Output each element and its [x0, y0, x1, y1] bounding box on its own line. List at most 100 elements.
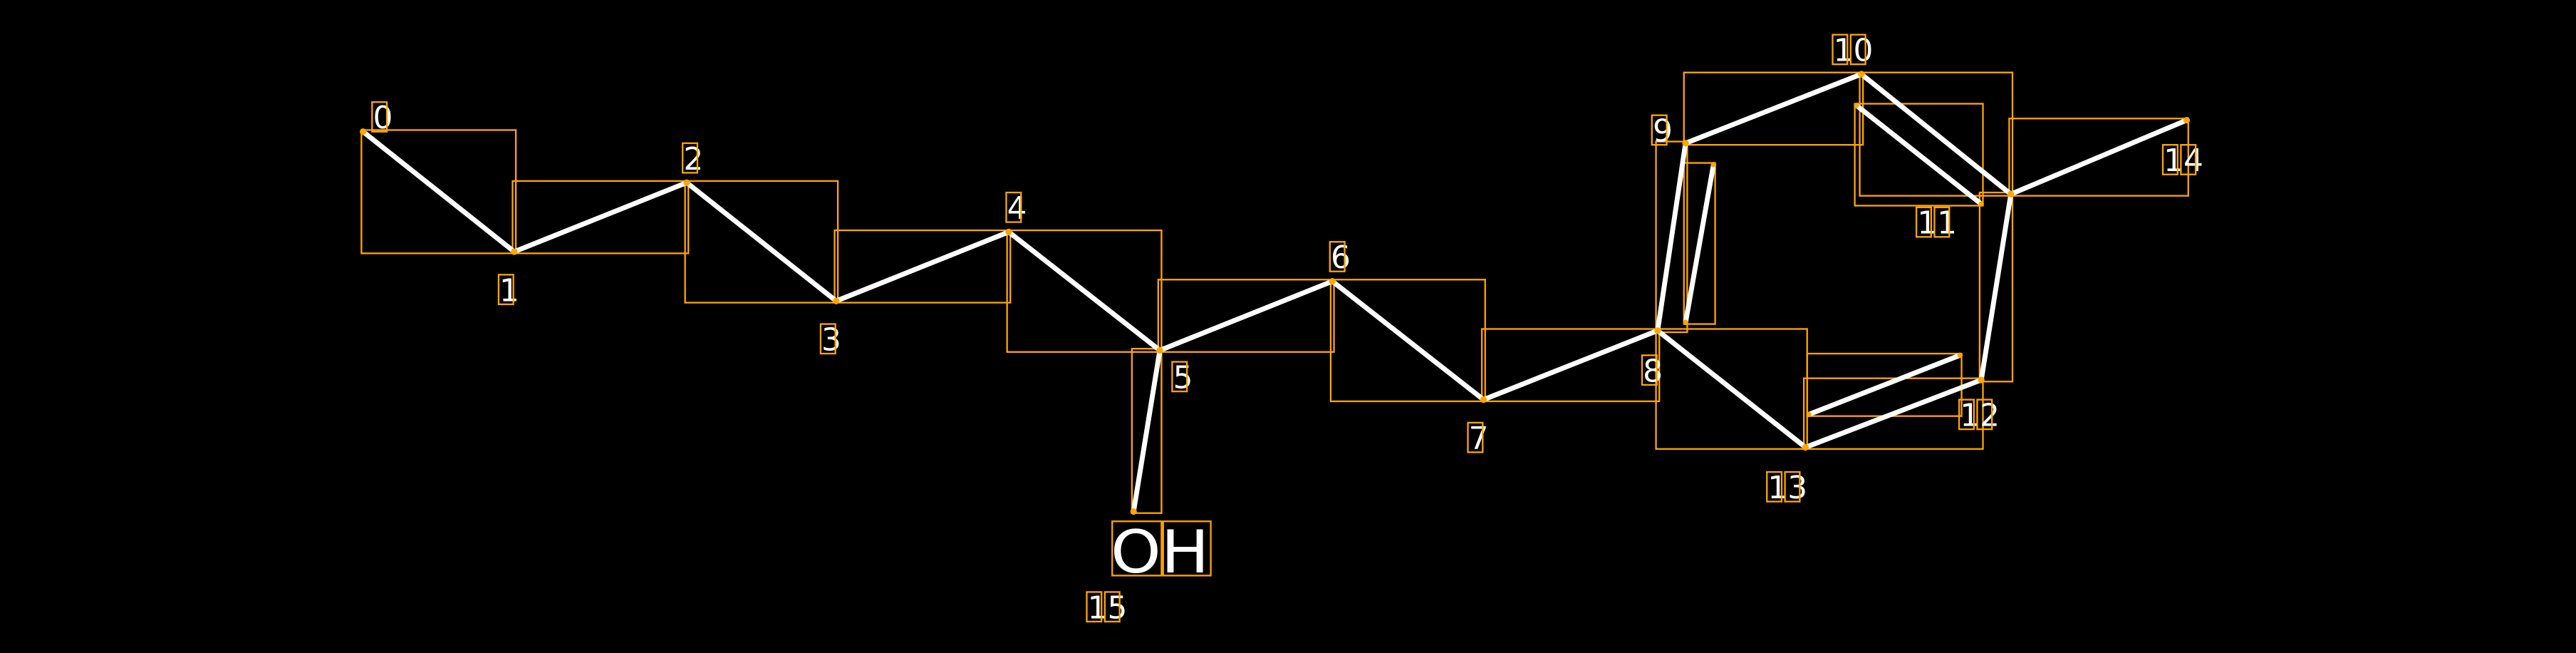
atom-index-text: 12 — [1960, 398, 2000, 434]
atom-index-text: 9 — [1653, 113, 1673, 150]
bond-box-11-12 — [1978, 191, 2014, 383]
char-box — [1784, 471, 1801, 503]
bond-8-9 — [1655, 140, 1688, 334]
bond-11-12 — [1978, 191, 2014, 383]
bond-end-marker — [1854, 103, 1859, 108]
double-bond-box-8-9 — [1683, 162, 1716, 325]
bond-7-8 — [1480, 328, 1661, 403]
bond-13-8 — [1655, 328, 1808, 450]
bond-2-3 — [684, 180, 839, 304]
atom-marker-2 — [683, 179, 690, 186]
atom-index-label-10: 10 — [1832, 33, 1873, 69]
char-box — [1329, 241, 1346, 272]
atom-index-text: 4 — [1007, 190, 1027, 227]
char-box — [1976, 399, 1993, 431]
bond-box-0-1 — [360, 129, 517, 254]
char-box — [497, 274, 514, 306]
atom-index-label-7: 7 — [1467, 421, 1489, 457]
atom-index-label-0: 0 — [371, 100, 393, 136]
atom-marker-8 — [1654, 327, 1661, 334]
char-box — [1641, 354, 1658, 386]
atom-marker-11 — [2008, 190, 2015, 197]
atom-index-text: 5 — [1173, 359, 1193, 396]
bond-box-5-6 — [1157, 279, 1335, 353]
bond-10-11 — [1859, 71, 2014, 197]
atom-marker-5 — [1156, 346, 1163, 354]
bond-box-2-3 — [684, 180, 839, 304]
atom-marker-6 — [1329, 277, 1336, 285]
atom-index-text: 7 — [1469, 421, 1489, 457]
bond-box-6-7 — [1329, 279, 1486, 403]
atom-index-text: 2 — [683, 141, 703, 178]
atom-index-label-9: 9 — [1651, 113, 1673, 150]
bond-4-5 — [1006, 229, 1163, 353]
o-label-box — [1111, 520, 1163, 577]
bond-end-marker — [1806, 411, 1812, 418]
char-box — [1915, 206, 1932, 238]
atom-index-label-15: 15 — [1086, 590, 1128, 626]
bond-box-7-8 — [1480, 328, 1661, 403]
atom-index-text: 14 — [2164, 143, 2203, 179]
bond-end-marker — [1957, 352, 1963, 359]
char-box — [1651, 114, 1668, 146]
double-bond-inner-8-9 — [1683, 162, 1716, 325]
atom-marker-14 — [2183, 116, 2191, 124]
char-box — [2161, 144, 2178, 175]
atom-index-label-12: 12 — [1958, 398, 2000, 434]
oh-label: OH — [1111, 518, 1209, 587]
bond-box-12-13 — [1802, 377, 1984, 450]
char-box — [1171, 361, 1188, 393]
bond-11-14 — [2008, 118, 2189, 197]
bond-box-10-11 — [1859, 71, 2014, 197]
atom-index-text: 3 — [821, 322, 841, 358]
atom-index-text: 13 — [1767, 470, 1807, 506]
bond-box-4-5 — [1006, 229, 1163, 353]
atom-index-text: 15 — [1088, 590, 1128, 626]
atom-marker-10 — [1858, 71, 1865, 78]
atom-index-label-3: 3 — [819, 322, 841, 358]
char-box — [1103, 591, 1121, 623]
atom-index-text: 6 — [1331, 240, 1351, 276]
bond-1-2 — [511, 180, 690, 254]
bond-box-11-14 — [2008, 118, 2189, 197]
char-box — [1467, 421, 1484, 453]
bond-9-10 — [1683, 71, 1864, 146]
atom-index-text: 1 — [499, 272, 519, 309]
char-box — [1958, 399, 1975, 431]
atom-index-text: 10 — [1834, 33, 1874, 69]
atom-index-label-6: 6 — [1329, 240, 1351, 276]
atom-index-label-1: 1 — [497, 272, 519, 309]
atom-index-label-8: 8 — [1641, 353, 1663, 389]
bond-box-8-9 — [1655, 140, 1688, 334]
atom-index-text: 0 — [373, 100, 393, 136]
atom-marker-9 — [1682, 140, 1689, 147]
double-bond-box-10-11 — [1854, 103, 1984, 207]
atom-index-label-2: 2 — [682, 141, 703, 178]
char-box — [1849, 34, 1866, 66]
atom-marker-12 — [1978, 376, 1985, 384]
atom-marker-0 — [360, 128, 367, 135]
bond-12-13 — [1802, 377, 1984, 450]
atom-index-label-4: 4 — [1005, 190, 1027, 227]
atom-index-label-5: 5 — [1171, 359, 1193, 396]
bond-box-13-8 — [1655, 328, 1808, 450]
bond-0-1 — [360, 129, 517, 254]
char-box — [1933, 206, 1951, 238]
atom-marker-13 — [1802, 443, 1809, 451]
bond-box-3-4 — [833, 229, 1012, 304]
atom-index-text: 11 — [1917, 205, 1957, 242]
atom-marker-7 — [1480, 396, 1487, 403]
char-box — [371, 101, 388, 133]
atom-marker-15 — [1130, 508, 1137, 515]
bond-3-4 — [833, 229, 1012, 304]
bond-box-5-15 — [1131, 347, 1163, 514]
bond-5-15 — [1131, 347, 1163, 514]
char-box — [2180, 144, 2197, 175]
char-box — [1005, 191, 1022, 223]
atom-marker-1 — [511, 248, 518, 255]
oh-group-label: OH — [1111, 518, 1212, 587]
char-box — [1832, 34, 1849, 66]
bond-box-1-2 — [511, 180, 690, 254]
